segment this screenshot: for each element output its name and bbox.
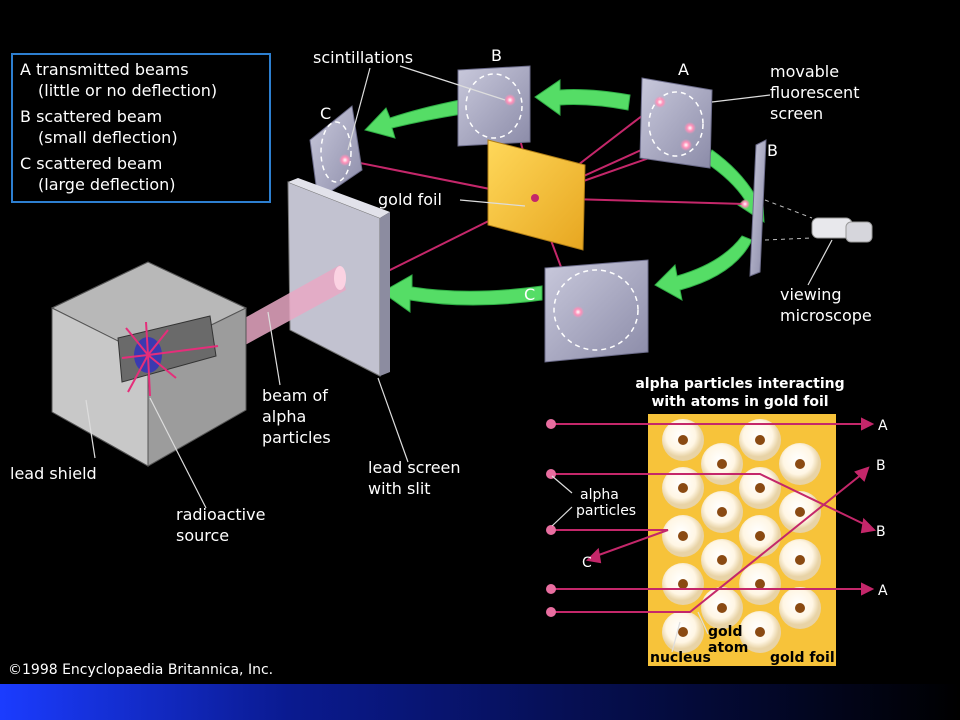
legend-box: A transmitted beams (little or no deflec… (11, 53, 271, 203)
screen-c-left (309, 105, 363, 201)
inset-title-2: with atoms in gold foil (651, 394, 828, 410)
label-beam-2: alpha (262, 407, 306, 426)
legend-line-2: (little or no deflection) (38, 81, 217, 100)
green-arrows (364, 79, 765, 313)
label-movable-2: fluorescent (770, 83, 859, 102)
nucleus-dot (678, 627, 688, 637)
inset-label-b-right: B (876, 524, 886, 540)
legend-border (11, 53, 271, 203)
gold-atoms (662, 419, 821, 653)
screen-a (639, 77, 713, 169)
arrow-right-bottom (654, 235, 753, 301)
label-lead-screen-2: with slit (368, 479, 431, 498)
inset-label-nucleus: nucleus (650, 650, 711, 666)
arrow-top-left (364, 99, 463, 139)
inset-label-gold-foil: gold foil (770, 650, 835, 666)
leader-lines (85, 65, 833, 509)
label-screen-c-left: C (320, 104, 331, 123)
nucleus-dot (755, 627, 765, 637)
nucleus-dot (717, 555, 727, 565)
label-viewing-2: microscope (780, 306, 872, 325)
inset-label-b-top: B (876, 458, 886, 474)
label-beam-3: particles (262, 428, 331, 447)
legend-line-1: A transmitted beams (20, 60, 189, 79)
screen-b-top (457, 65, 531, 147)
arrow-top-right (534, 79, 631, 116)
label-screen-b-top: B (491, 46, 502, 65)
nucleus-dot (678, 483, 688, 493)
inset-diagram: alpha particles interacting with atoms i… (546, 376, 888, 666)
legend-line-5: C scattered beam (20, 154, 162, 173)
inset-label-gold: gold (708, 624, 742, 640)
inset-label-a-bottom: A (878, 583, 888, 599)
screen-b-right (740, 139, 767, 277)
label-screen-a: A (678, 60, 689, 79)
inset-title-1: alpha particles interacting (635, 376, 844, 392)
nucleus-dot (717, 459, 727, 469)
inset-label-c: C (582, 555, 592, 571)
nucleus-dot (717, 507, 727, 517)
label-movable-3: screen (770, 104, 823, 123)
inset-label-alpha-1: alpha (580, 487, 619, 503)
label-radioactive-2: source (176, 526, 229, 545)
inset-paths (552, 417, 877, 613)
copyright: ©1998 Encyclopaedia Britannica, Inc. (8, 662, 273, 678)
nucleus-dot (755, 435, 765, 445)
legend-line-4: (small deflection) (38, 128, 178, 147)
label-lead-screen-1: lead screen (368, 458, 461, 477)
label-gold-foil: gold foil (378, 190, 442, 209)
label-scintillations: scintillations (313, 48, 413, 67)
label-screen-c-bottom: C (524, 285, 535, 304)
nucleus-dot (678, 579, 688, 589)
nucleus-dot (678, 531, 688, 541)
screen-c-bottom (544, 259, 649, 363)
arrow-bottom-left (381, 274, 543, 313)
nucleus-dot (678, 435, 688, 445)
label-viewing-1: viewing (780, 285, 842, 304)
label-lead-shield: lead shield (10, 464, 97, 483)
nucleus-dot (795, 507, 805, 517)
nucleus-dot (755, 579, 765, 589)
legend-line-6: (large deflection) (38, 175, 175, 194)
label-beam-1: beam of (262, 386, 328, 405)
nucleus-dot (755, 531, 765, 541)
inset-label-atom: atom (708, 640, 748, 656)
nucleus-dot (717, 603, 727, 613)
legend-line-3: B scattered beam (20, 107, 162, 126)
nucleus-dot (795, 555, 805, 565)
right-margin (900, 40, 960, 684)
inset-alpha-dots (546, 419, 556, 617)
lead-shield (50, 261, 248, 467)
bottom-bar (0, 684, 960, 720)
label-screen-b-right: B (767, 141, 778, 160)
label-movable-1: movable (770, 62, 839, 81)
nucleus-dot (795, 603, 805, 613)
foil-impact (531, 194, 539, 202)
nucleus-dot (795, 459, 805, 469)
label-radioactive-1: radioactive (176, 505, 265, 524)
viewing-microscope (764, 199, 873, 243)
inset-label-a-top: A (878, 418, 888, 434)
nucleus-dot (755, 483, 765, 493)
inset-label-alpha-2: particles (576, 503, 636, 519)
